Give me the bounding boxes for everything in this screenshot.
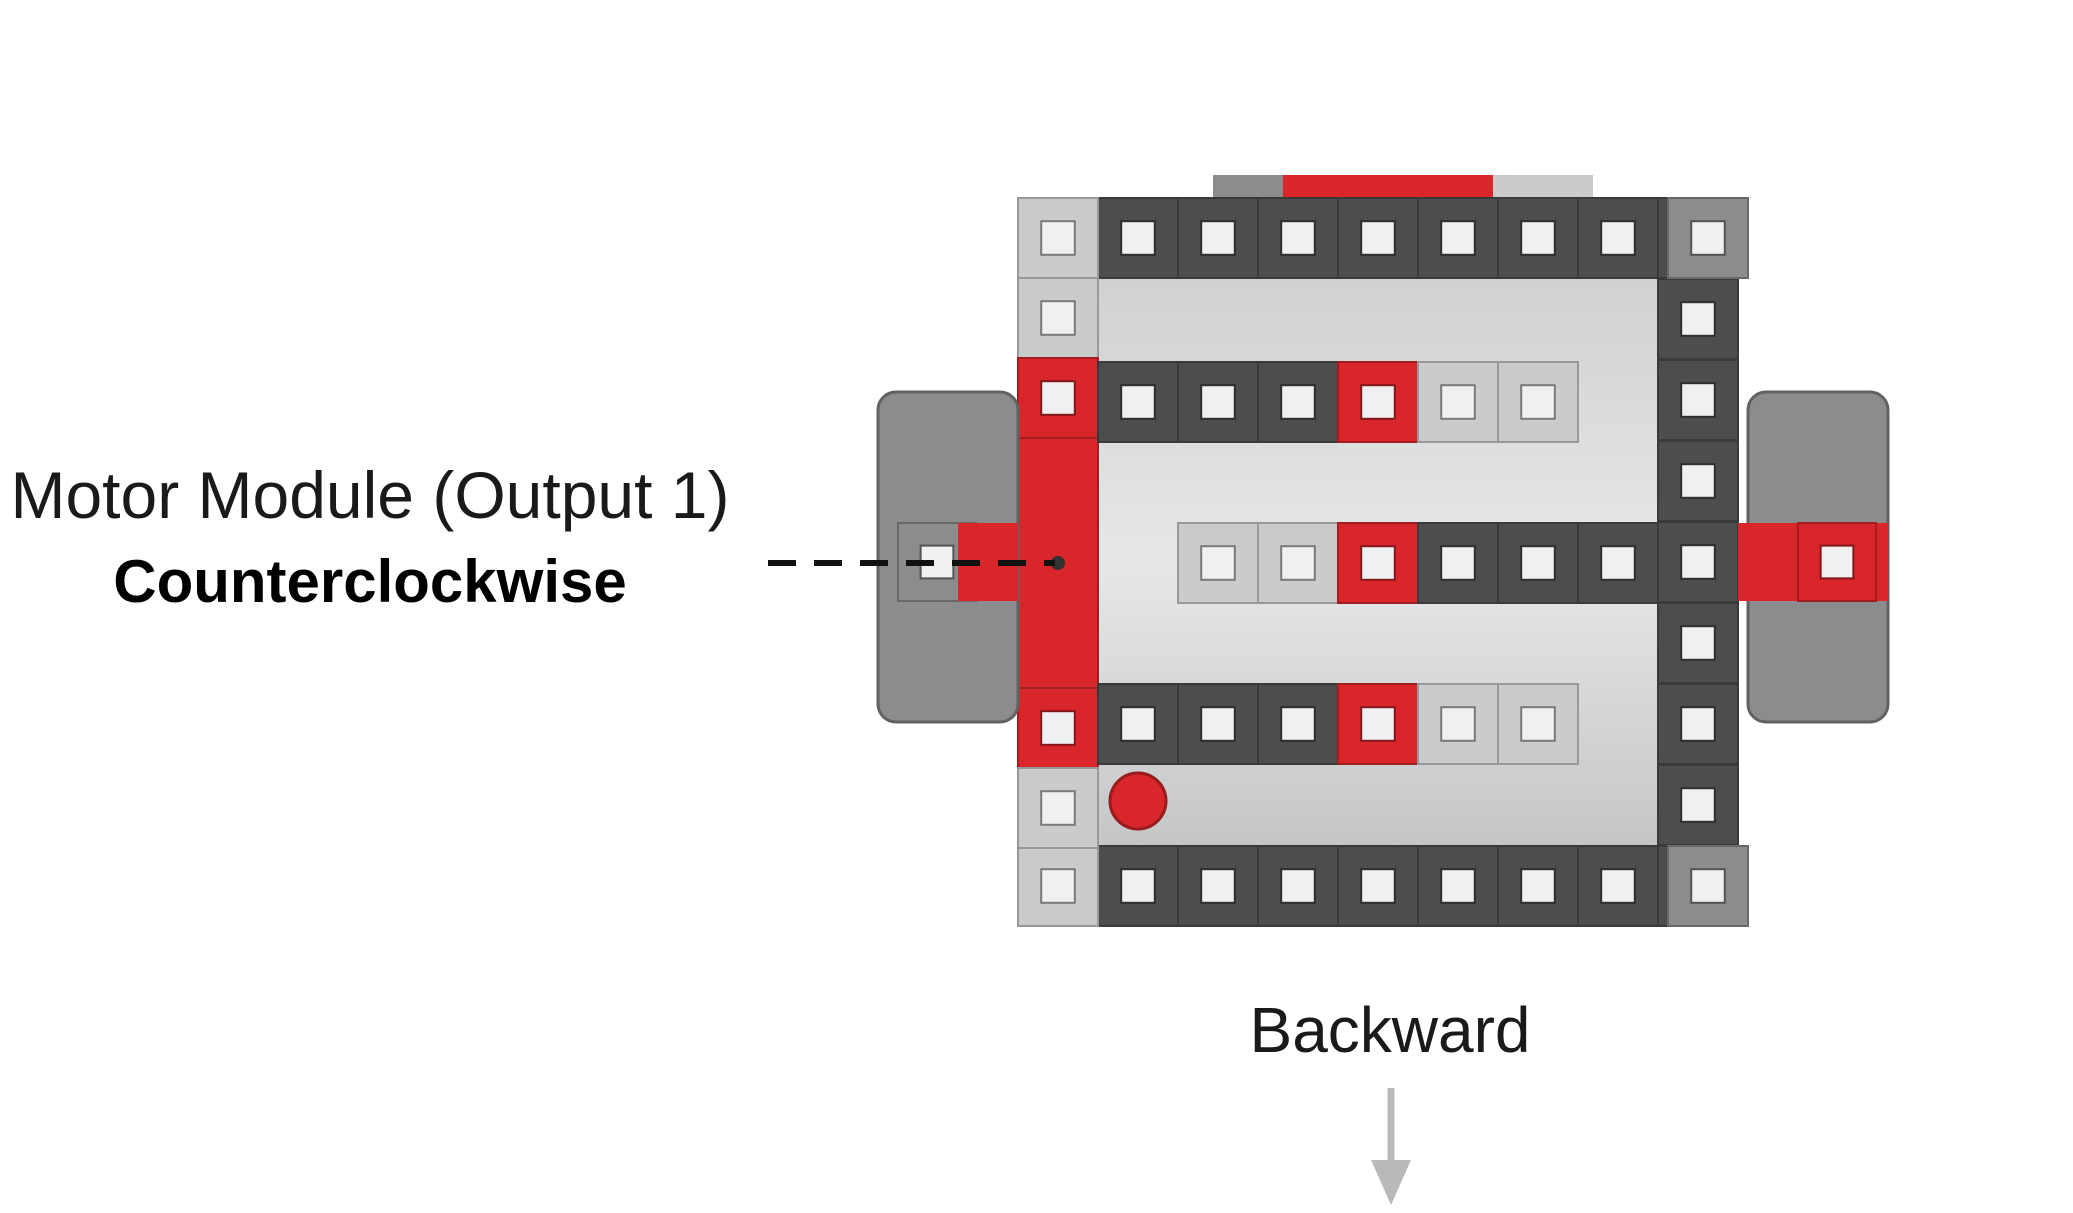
right-column-cube-hole: [1680, 463, 1716, 499]
lower-beam-cube: [1337, 683, 1419, 765]
corner-bottom-right-cube: [1667, 845, 1749, 927]
right-column-cube-hole: [1680, 301, 1716, 337]
lower-beam-cube-hole: [1360, 706, 1396, 742]
caster-ball: [1108, 771, 1168, 831]
left-column-cube-hole: [1040, 300, 1076, 336]
lower-beam-cube-hole: [1200, 706, 1236, 742]
middle-beam-cube-hole: [1360, 545, 1396, 581]
corner-bottom-right-cube-hole: [1690, 868, 1726, 904]
right-column-cube-hole: [1680, 787, 1716, 823]
left-column-lower-cube-hole: [1040, 790, 1076, 826]
lower-beam-cube-hole: [1120, 706, 1156, 742]
upper-beam-cube-hole: [1520, 384, 1556, 420]
bottom-row-cube-hole: [1200, 868, 1236, 904]
top-connector-red: [1283, 175, 1493, 201]
right-column-cube-hole: [1680, 382, 1716, 418]
upper-beam-cube: [1497, 361, 1579, 443]
top-row-cube-hole: [1520, 220, 1556, 256]
right-wheel-hub-hole: [1819, 544, 1855, 580]
right-column-cube-hole: [1680, 625, 1716, 661]
right-column-cube-hole: [1680, 544, 1716, 580]
top-row-cube-hole: [1360, 220, 1396, 256]
upper-beam-cube-hole: [1360, 384, 1396, 420]
bottom-row-cube-hole: [1440, 868, 1476, 904]
top-connector-gray-right: [1493, 175, 1593, 201]
top-row-cube-hole: [1440, 220, 1476, 256]
bottom-row-cube-hole: [1120, 868, 1156, 904]
top-row-cube-hole: [1280, 220, 1316, 256]
corner-top-left-cube-hole: [1040, 220, 1076, 256]
bottom-row-cube-hole: [1360, 868, 1396, 904]
top-row-cube-hole: [1120, 220, 1156, 256]
upper-beam-cube-hole: [1120, 384, 1156, 420]
lower-beam-cube-hole: [1440, 706, 1476, 742]
bottom-row-cube-hole: [1520, 868, 1556, 904]
bottom-row-cube: [1097, 845, 1179, 927]
motor-module-bottom-cube-hole: [1040, 710, 1076, 746]
bottom-row-cube-hole: [1280, 868, 1316, 904]
lower-beam-cube-hole: [1520, 706, 1556, 742]
corner-bottom-left-cube-hole: [1040, 868, 1076, 904]
upper-beam-cube-hole: [1440, 384, 1476, 420]
top-row-cube-hole: [1600, 220, 1636, 256]
motor-module-label: Motor Module (Output 1): [10, 458, 730, 532]
bottom-row-cube-hole: [1600, 868, 1636, 904]
movement-arrow-head: [1371, 1160, 1411, 1205]
lower-beam-cube-hole: [1280, 706, 1316, 742]
motor-axle: [1051, 556, 1065, 570]
top-row-cube: [1177, 197, 1259, 279]
motor-module-top-cube-hole: [1040, 380, 1076, 416]
upper-beam-cube-hole: [1200, 384, 1236, 420]
top-row-cube-hole: [1200, 220, 1236, 256]
right-column-cube-hole: [1680, 706, 1716, 742]
rotation-direction-label: Counterclockwise: [113, 548, 627, 615]
middle-beam-cube-hole: [1200, 545, 1236, 581]
middle-beam-cube-hole: [1600, 545, 1636, 581]
movement-direction-label: Backward: [1249, 994, 1531, 1066]
upper-beam-cube-hole: [1280, 384, 1316, 420]
middle-beam-cube-hole: [1440, 545, 1476, 581]
middle-beam-cube-hole: [1280, 545, 1316, 581]
corner-top-right-cube-hole: [1690, 220, 1726, 256]
middle-beam-cube-hole: [1520, 545, 1556, 581]
